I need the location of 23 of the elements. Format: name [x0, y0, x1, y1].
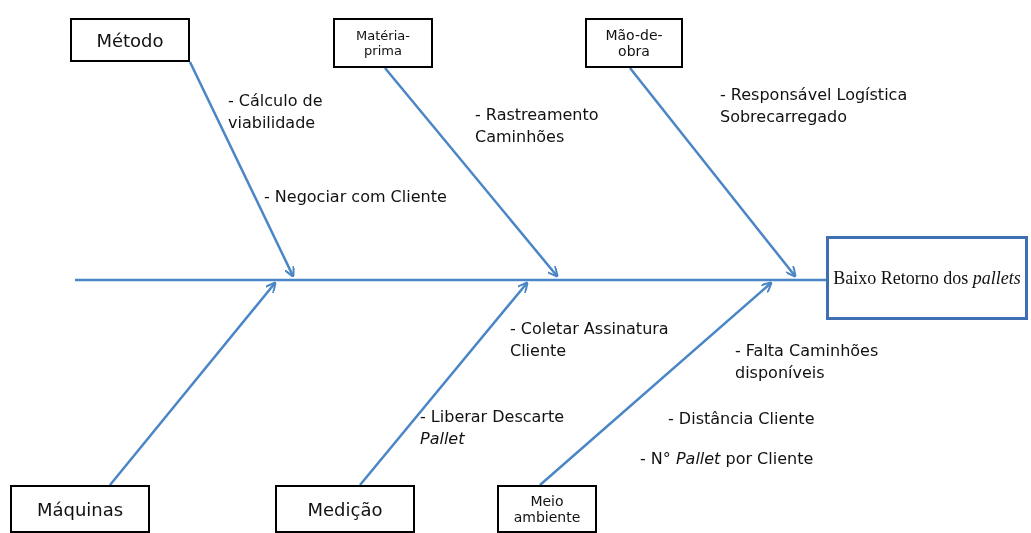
- cause-label: - Liberar Descarte Pallet: [420, 406, 566, 450]
- cause-label: - Negociar com Cliente: [264, 186, 448, 208]
- category-box: Método: [70, 18, 190, 62]
- bone-arrow: [539, 281, 773, 486]
- spine-line: [75, 278, 826, 282]
- effect-box: Baixo Retorno dos pallets: [826, 236, 1028, 320]
- cause-label: - Rastreamento Caminhões: [475, 104, 600, 148]
- cause-label: - Responsável Logística Sobrecarregado: [720, 84, 909, 128]
- category-box: Meio ambiente: [497, 485, 597, 533]
- cause-label: - Cálculo de viabilidade: [228, 90, 324, 134]
- cause-label: - Distância Cliente: [668, 408, 816, 430]
- category-box: Máquinas: [10, 485, 150, 533]
- category-box: Matéria-prima: [333, 18, 433, 68]
- bone-arrow: [188, 61, 295, 278]
- category-box: Mão-de-obra: [585, 18, 683, 68]
- cause-label: - N° Pallet por Cliente: [640, 448, 815, 470]
- cause-label: - Coletar Assinatura Cliente: [510, 318, 670, 362]
- category-box: Medição: [275, 485, 415, 533]
- bone-arrow: [629, 67, 797, 278]
- bone-arrow: [109, 281, 277, 486]
- cause-label: - Falta Caminhões disponíveis: [735, 340, 880, 384]
- bone-arrow: [384, 67, 559, 278]
- bone-arrow: [359, 281, 529, 486]
